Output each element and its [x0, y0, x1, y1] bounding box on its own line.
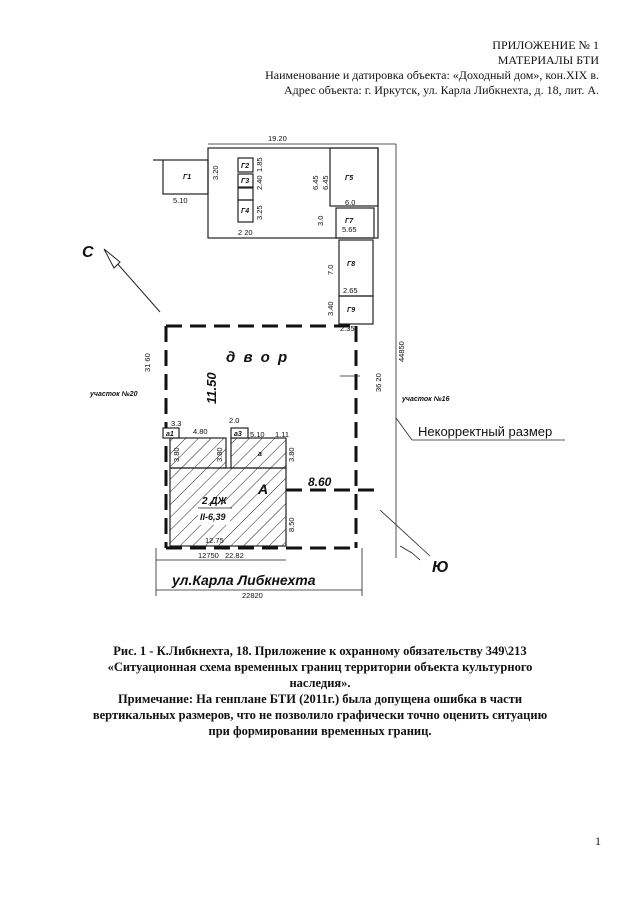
dim-31-60: 31 60: [143, 353, 152, 372]
plot-label-left: участок №20: [89, 391, 138, 398]
dim-1-85: 1.85: [255, 157, 264, 172]
plot-label-right: участок №16: [401, 396, 450, 403]
dim-5-10: 5.10: [173, 196, 188, 205]
dim-7-0: 7.0: [326, 265, 335, 275]
outbuilding-g1: Г1: [183, 174, 191, 181]
annex-number: ПРИЛОЖЕНИЕ № 1: [492, 38, 599, 52]
dim-8-50: 8.50: [287, 517, 296, 532]
dim-3-40: 3.40: [326, 301, 335, 316]
dim-6-45-b: 6.45: [321, 175, 330, 190]
dim-11-50: 11.50: [204, 372, 219, 404]
dim-2-65: 2.65: [343, 286, 358, 295]
caption-line-4: Примечание: На генплане БТИ (2011г.) был…: [117, 692, 523, 706]
dim-6-45-a: 6.45: [311, 175, 320, 190]
dim-12750: 12750: [198, 551, 219, 560]
object-address: Адрес объекта: г. Иркутск, ул. Карла Либ…: [283, 83, 599, 97]
dim-2-20: 2 20: [238, 228, 253, 237]
caption-line-1: Рис. 1 - К.Либкнехта, 18. Приложение к о…: [113, 644, 527, 658]
dim-3-20: 3.20: [211, 165, 220, 180]
dim-6-0: 6.0: [345, 198, 355, 207]
building-letter: А: [257, 481, 268, 497]
dim-5-10-b: 5.10: [250, 430, 265, 439]
object-name: Наименование и датировка объекта: «Доход…: [265, 68, 599, 82]
outbuilding-g3: Г3: [241, 178, 249, 185]
annex-title: МАТЕРИАЛЫ БТИ: [497, 53, 599, 67]
south-label: Ю: [432, 559, 449, 576]
street-name: ул.Карла Либкнехта: [171, 572, 316, 588]
dim-22-82: 22.82: [225, 551, 244, 560]
caption-line-5: вертикальных размеров, что не позволило …: [92, 708, 548, 722]
dim-22820: 22820: [242, 591, 263, 600]
caption-line-6: при формировании временных границ.: [208, 724, 432, 738]
dim-2-40: 2.40: [255, 175, 264, 190]
outbuilding-g2: Г2: [241, 163, 249, 170]
building-floors-sub: II-6,39: [200, 512, 226, 522]
dim-top: 19.20: [268, 134, 287, 143]
yard-label: д в о р: [226, 349, 289, 366]
annex-a1: а1: [166, 431, 174, 438]
north-label: С: [82, 244, 94, 261]
dim-3-80-a: 3.80: [172, 447, 181, 462]
dimension-lines: [155, 143, 565, 596]
outbuilding-g8: Г8: [347, 261, 355, 268]
incorrect-dimension-note: Некорректный размер: [418, 424, 552, 439]
outbuilding-g5: Г5: [345, 175, 353, 182]
outbuilding-g4: Г4: [241, 208, 249, 215]
dim-3-25: 3.25: [255, 205, 264, 220]
dim-8-60: 8.60: [308, 475, 332, 489]
dim-4-80: 4.80: [193, 427, 208, 436]
temporary-boundary: [164, 324, 376, 550]
dim-44850: 44850: [397, 341, 406, 362]
outbuildings-block: [153, 147, 379, 325]
dim-3-0: 3.0: [316, 216, 325, 226]
outbuilding-g7: Г7: [345, 218, 354, 225]
dim-3-80-b: 3.80: [215, 447, 224, 462]
dim-3-80-c: 3.80: [287, 447, 296, 462]
dim-2-0: 2.0: [229, 416, 239, 425]
caption-line-3: наследия».: [289, 676, 351, 690]
outbuilding-g9: Г9: [347, 307, 355, 314]
page-number: 1: [595, 834, 601, 848]
annex-a: а: [258, 451, 262, 458]
north-arrow: С: [82, 244, 161, 313]
dim-5-65: 5.65: [342, 225, 357, 234]
dim-3-3: 3.3: [171, 419, 181, 428]
caption-line-2: «Ситуационная схема временных границ тер…: [107, 660, 533, 674]
main-building: [162, 427, 287, 547]
dim-12-75: 12.75: [205, 536, 224, 545]
dim-36-20: 36 20: [374, 373, 383, 392]
dim-2-35: 2.35: [340, 324, 355, 333]
dim-1-11: 1.11: [275, 430, 289, 439]
annex-a3: а3: [234, 431, 242, 438]
site-plan-drawing: С Ю Г1 Г2 Г3 Г4 Г5 Г7 Г8 Г9 а1 а3 а 19.2…: [82, 134, 565, 600]
building-floors: 2 ДЖ: [201, 496, 228, 507]
